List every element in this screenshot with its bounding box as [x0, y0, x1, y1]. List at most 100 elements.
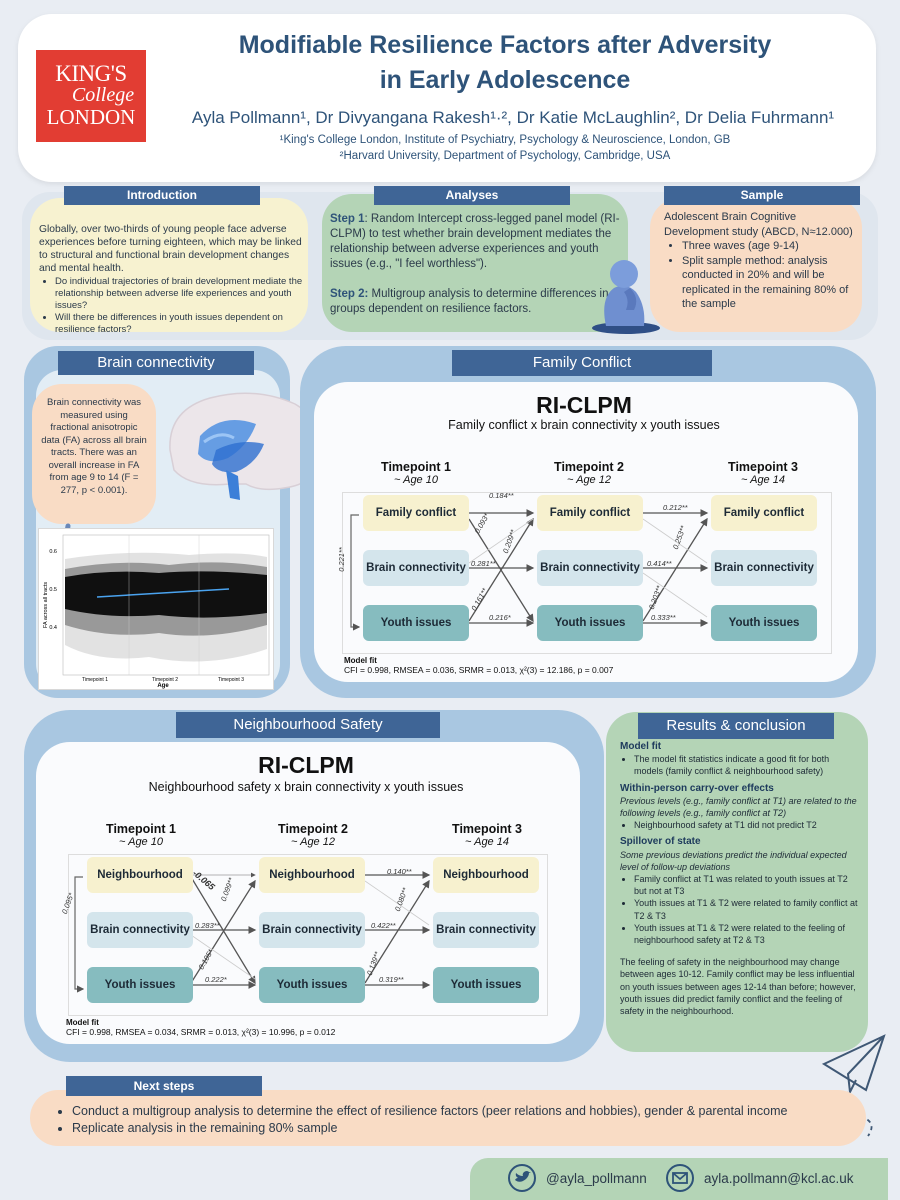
node-brain-t2: Brain connectivity: [259, 912, 365, 948]
family-model-title: RI-CLPM: [536, 392, 632, 418]
neigh-tp1: Timepoint 1~ Age 10: [66, 822, 216, 848]
poster-title: Modifiable Resilience Factors after Adve…: [160, 28, 850, 98]
family-fit: CFI = 0.998, RMSEA = 0.036, SRMR = 0.013…: [344, 665, 614, 675]
neigh-subtitle: Neighbourhood safety x brain connectivit…: [148, 780, 464, 794]
next-list: Conduct a multigroup analysis to determi…: [56, 1103, 872, 1137]
neigh-tp3: Timepoint 3~ Age 14: [412, 822, 562, 848]
coef: 0.281**: [471, 559, 496, 568]
authors: Ayla Pollmann¹, Dr Divyangana Rakesh¹·²,…: [191, 108, 835, 127]
results-bullet: Family conflict at T1 was related to you…: [634, 873, 860, 897]
results-box: [606, 712, 868, 1052]
analyses-title: Analyses: [374, 186, 570, 205]
node-youth-t1: Youth issues: [87, 967, 193, 1003]
coef: 0.333**: [651, 613, 676, 622]
node-neigh-t1: Neighbourhood: [87, 857, 193, 893]
family-tp3: Timepoint 3~ Age 14: [688, 460, 838, 486]
family-paths: [350, 509, 709, 631]
brain-icon: [169, 392, 322, 500]
next-box: [30, 1090, 866, 1146]
family-tp2: Timepoint 2~ Age 12: [514, 460, 664, 486]
results-conclusion: The feeling of safety in the neighbourho…: [620, 957, 856, 1017]
y-axis-label: FA across all tracts: [43, 582, 49, 628]
brain-text: Brain connectivity was measured using fr…: [41, 397, 147, 496]
coef: 0.140**: [387, 867, 412, 876]
node-youth-t2: Youth issues: [537, 605, 643, 641]
timepoint-label: Timepoint 2: [554, 460, 624, 474]
fa-plot: 0.6 0.5 0.4 Timepoint 1 Timepoint 2 Time…: [38, 528, 274, 690]
neigh-fit: CFI = 0.998, RMSEA = 0.034, SRMR = 0.013…: [66, 1027, 336, 1037]
y-tick: 0.6: [49, 549, 57, 555]
sitting-figure-icon: [592, 260, 660, 334]
results-fit-list: The model fit statistics indicate a good…: [620, 753, 860, 777]
coef: 0.221**: [336, 547, 346, 572]
brain-text-bubble: [32, 384, 156, 524]
email-address[interactable]: ayla.pollmann@kcl.ac.uk: [704, 1170, 854, 1186]
family-subtitle: Family conflict x brain connectivity x y…: [448, 418, 720, 432]
results-bullet: Neighbourhood safety at T1 did not predi…: [634, 819, 860, 831]
step2-text: Multigroup analysis to determine differe…: [330, 288, 609, 315]
node-family-t2: Family conflict: [537, 495, 643, 531]
intro-bullets: Do individual trajectories of brain deve…: [39, 276, 307, 336]
age-label: ~ Age 10: [119, 836, 163, 848]
x-axis-label: Age: [157, 683, 169, 689]
analyses-step1: Step 1: Random Intercept cross-legged pa…: [330, 212, 620, 272]
intro-bullet: Do individual trajectories of brain deve…: [55, 276, 307, 312]
logo-line-1: KING'S: [55, 61, 127, 86]
affiliation-1: ¹King's College London, Institute of Psy…: [279, 134, 731, 146]
next-bullet: Conduct a multigroup analysis to determi…: [72, 1103, 872, 1120]
fa-plot-svg: 0.6 0.5 0.4 Timepoint 1 Timepoint 2 Time…: [43, 534, 270, 689]
analyses-text: Step 1: Random Intercept cross-legged pa…: [330, 212, 620, 317]
timepoint-label: Timepoint 2: [278, 822, 348, 836]
node-youth-t2: Youth issues: [259, 967, 365, 1003]
timepoint-label: Timepoint 3: [728, 460, 798, 474]
neigh-title: Neighbourhood Safety: [176, 712, 440, 738]
intro-paragraph: Globally, over two-thirds of young peopl…: [39, 224, 302, 274]
sample-bullet: Three waves (age 9-14): [682, 239, 862, 254]
results-spill-italic: Some previous deviations predict the ind…: [620, 849, 847, 872]
node-neigh-t2: Neighbourhood: [259, 857, 365, 893]
sample-bullets: Three waves (age 9-14) Split sample meth…: [664, 239, 862, 312]
email-contact[interactable]: ayla.pollmann@kcl.ac.uk: [666, 1164, 854, 1192]
results-bullet: Youth issues at T1 & T2 were related to …: [634, 922, 860, 946]
kcl-logo: KING'S College LONDON: [36, 50, 146, 142]
timepoint-label: Timepoint 1: [106, 822, 176, 836]
age-label: ~ Age 10: [394, 474, 438, 486]
sample-text: Adolescent Brain Cognitive Development s…: [664, 210, 862, 312]
age-label: ~ Age 12: [567, 474, 611, 486]
x-tick: Timepoint 2: [152, 677, 178, 683]
twitter-handle[interactable]: @ayla_pollmann: [546, 1170, 647, 1186]
age-label: ~ Age 14: [465, 836, 509, 848]
sample-bullet: Split sample method: analysis conducted …: [682, 254, 862, 312]
coef: 0.216*: [489, 613, 511, 622]
coef: 0.212**: [663, 503, 688, 512]
y-tick: 0.4: [49, 625, 57, 631]
age-label: ~ Age 12: [291, 836, 335, 848]
results-carry-heading: Within-person carry-over effects: [620, 782, 774, 794]
node-brain-t1: Brain connectivity: [363, 550, 469, 586]
analyses-box: [322, 194, 628, 332]
x-tick: Timepoint 1: [82, 677, 108, 683]
title-line-1: Modifiable Resilience Factors after Adve…: [238, 31, 772, 59]
brain-title: Brain connectivity: [58, 351, 254, 375]
neigh-tp2: Timepoint 2~ Age 12: [238, 822, 388, 848]
results-bullet: The model fit statistics indicate a good…: [634, 753, 860, 777]
coef: 0.319**: [379, 975, 404, 984]
x-tick: Timepoint 3: [218, 677, 244, 683]
next-title: Next steps: [66, 1076, 262, 1096]
email-icon: [666, 1164, 694, 1192]
timepoint-label: Timepoint 3: [452, 822, 522, 836]
family-fit-label: Model fit: [344, 656, 377, 665]
results-spill-heading: Spillover of state: [620, 836, 701, 848]
header-card: [18, 14, 876, 182]
twitter-contact[interactable]: @ayla_pollmann: [508, 1164, 647, 1192]
sample-paragraph: Adolescent Brain Cognitive Development s…: [664, 211, 853, 238]
coef: 0.422**: [371, 921, 396, 930]
step1-label: Step 1: [330, 213, 365, 225]
affiliation-2: ²Harvard University, Department of Psych…: [339, 150, 671, 162]
node-family-t1: Family conflict: [363, 495, 469, 531]
results-title: Results & conclusion: [638, 713, 834, 739]
next-bullet: Replicate analysis in the remaining 80% …: [72, 1120, 872, 1137]
node-youth-t3: Youth issues: [433, 967, 539, 1003]
intro-bullet: Will there be differences in youth issue…: [55, 312, 307, 336]
twitter-icon: [508, 1164, 536, 1192]
